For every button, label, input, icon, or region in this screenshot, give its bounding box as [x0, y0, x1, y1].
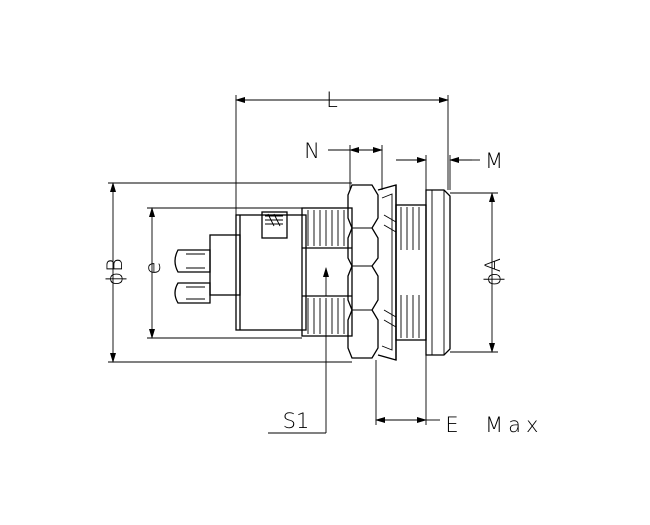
panel-washer	[377, 184, 397, 361]
label-S1: S1	[283, 409, 310, 433]
label-N: N	[304, 139, 320, 163]
rear-pins	[174, 234, 241, 304]
dimension-S1: S1	[268, 300, 327, 434]
rear-housing	[235, 211, 307, 331]
label-e: e	[141, 262, 165, 275]
dimension-diameter-B: ϕB	[103, 182, 352, 363]
threaded-barrel	[301, 207, 353, 337]
label-L: L	[326, 88, 338, 112]
label-M: M	[485, 149, 503, 173]
hex-nut	[347, 184, 379, 359]
connector-body	[174, 184, 451, 361]
label-diameter-B: ϕB	[103, 258, 127, 286]
dimension-M: M	[396, 149, 503, 190]
dimension-N: N	[304, 139, 383, 190]
dimension-e: e	[141, 207, 302, 339]
dimension-diameter-A: ϕA	[450, 192, 505, 353]
front-threads	[383, 204, 427, 341]
label-E-max: Max	[485, 413, 543, 437]
dimension-L: L	[235, 88, 449, 215]
knurl-mark	[265, 213, 283, 227]
label-diameter-A: ϕA	[481, 258, 505, 286]
label-E: E	[445, 413, 458, 437]
dimension-E-max: E Max	[375, 355, 543, 437]
front-flange	[425, 189, 451, 356]
